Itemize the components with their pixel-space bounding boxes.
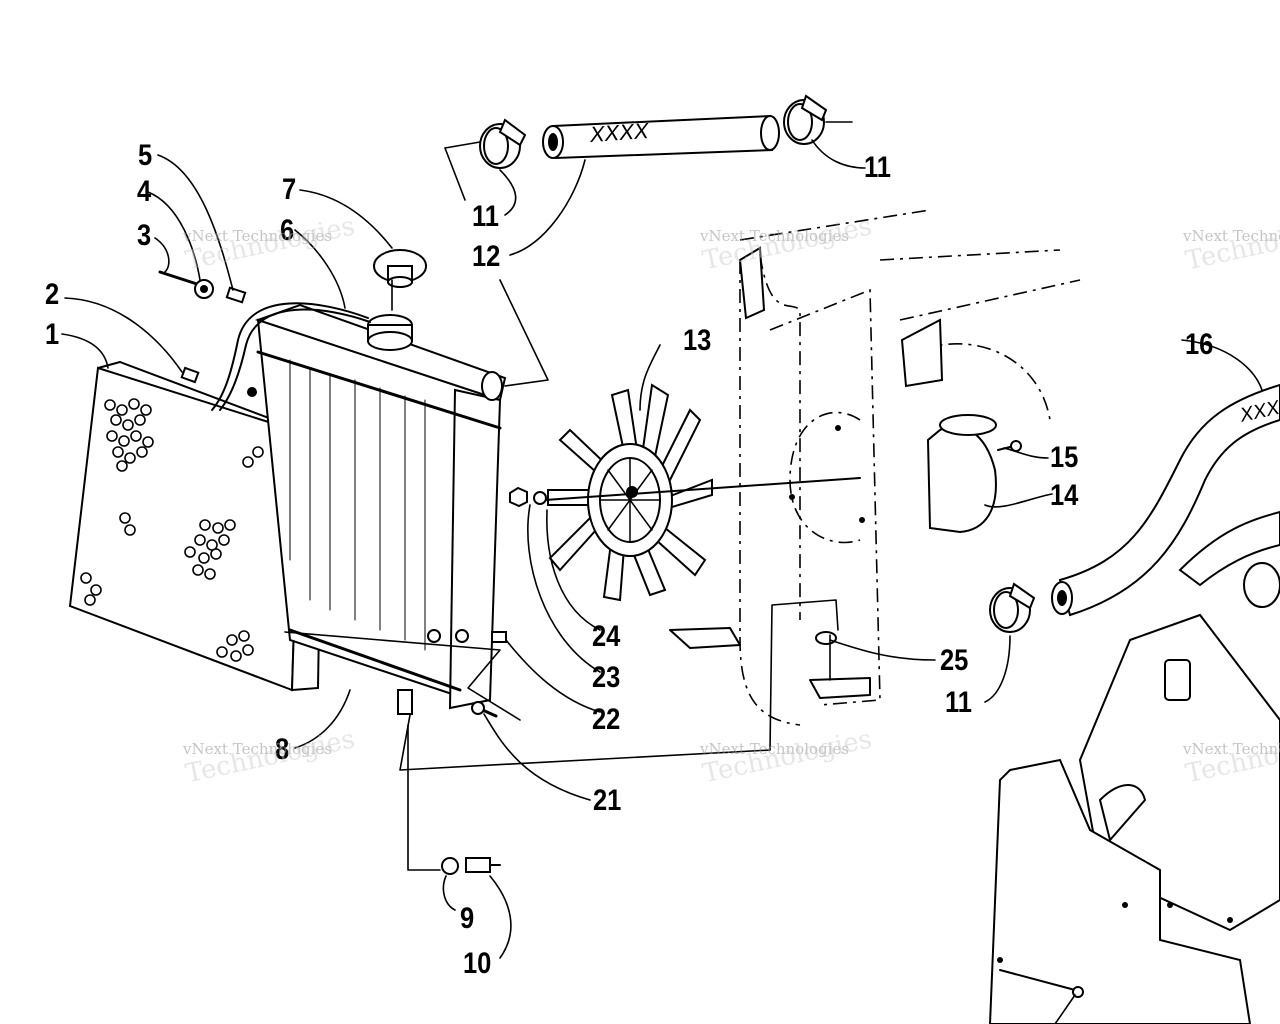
leader-lines	[61, 121, 1263, 1024]
radiator	[211, 302, 507, 715]
callout-4: 4	[137, 175, 152, 208]
pump-housing	[926, 414, 1022, 534]
callout-13: 13	[683, 324, 712, 357]
upper-hose-marking: XXXX	[588, 118, 651, 147]
callout-3: 3	[137, 219, 152, 252]
callout-24: 24	[592, 620, 621, 653]
callout-11-upper-left: 11	[472, 200, 499, 233]
brackets-and-drain	[441, 631, 837, 875]
fan-nut-and-washer	[509, 486, 547, 508]
callout-11-upper-right: 11	[864, 151, 891, 184]
callout-6: 6	[280, 214, 295, 247]
callout-5: 5	[138, 139, 153, 172]
lower-hose: XXXX	[1051, 383, 1280, 617]
cooling-fan	[544, 383, 861, 602]
upper-hose: XXXX	[542, 114, 780, 160]
hose-clamp-upper-left	[479, 118, 527, 169]
callout-8: 8	[275, 733, 290, 766]
callout-15: 15	[1050, 441, 1079, 474]
callout-9: 9	[460, 902, 475, 935]
callout-14: 14	[1050, 479, 1079, 512]
callout-11-lower: 11	[945, 686, 972, 719]
hose-clamp-lower	[989, 562, 1280, 633]
callout-10: 10	[463, 947, 492, 980]
radiator-cap	[373, 249, 427, 288]
callout-12: 12	[472, 240, 501, 273]
callout-7: 7	[282, 173, 297, 206]
callout-25: 25	[940, 644, 969, 677]
callout-2: 2	[45, 278, 60, 311]
hose-clamp-upper-right	[783, 94, 828, 145]
callout-23: 23	[592, 661, 621, 694]
callout-21: 21	[593, 784, 622, 817]
chassis-frame	[669, 209, 1081, 726]
small-fasteners	[158, 270, 247, 384]
callout-16: 16	[1185, 328, 1214, 361]
callout-22: 22	[592, 703, 621, 736]
side-panel	[988, 613, 1280, 1024]
callout-1: 1	[45, 318, 60, 351]
